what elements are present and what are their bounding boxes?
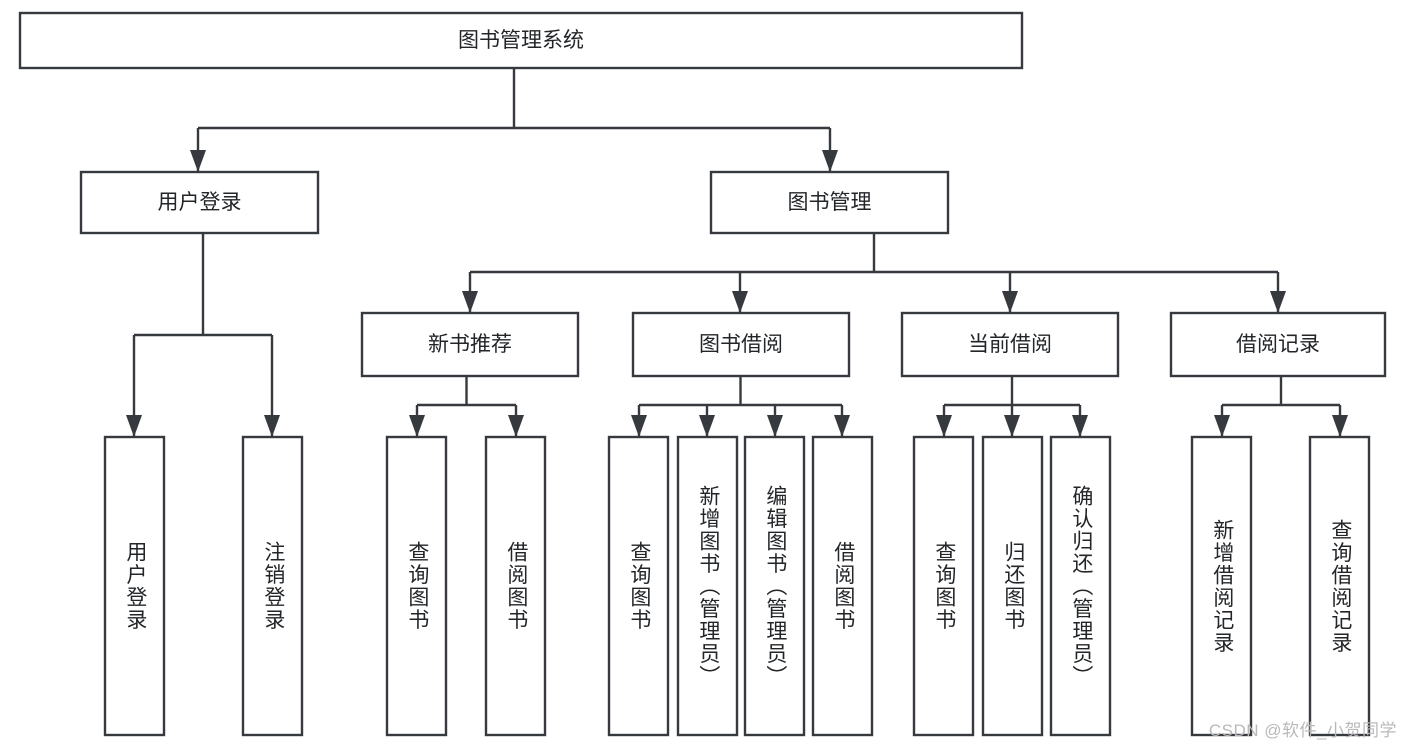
node-box[interactable]: [1049, 435, 1112, 737]
node-leaf-3[interactable]: [484, 435, 547, 737]
node-leaf-9[interactable]: [981, 435, 1044, 737]
arrow-head-icon: [822, 150, 838, 172]
node-label-level2-0: 用户登录: [158, 191, 242, 214]
node-box[interactable]: [1190, 435, 1253, 737]
node-box[interactable]: [1169, 311, 1387, 378]
node-box[interactable]: [241, 435, 304, 737]
arrow-head-icon: [190, 150, 206, 172]
node-leaf-2[interactable]: [385, 435, 448, 737]
node-root-0[interactable]: [18, 11, 1024, 70]
arrow-head-icon: [126, 415, 142, 437]
watermark-text: CSDN @软件_小贺同学: [1208, 721, 1397, 740]
node-leaf-4[interactable]: [607, 435, 670, 737]
node-label-level3-3: 借阅记录: [1236, 333, 1320, 356]
arrow-head-icon: [264, 415, 280, 437]
arrow-head-icon: [767, 415, 783, 437]
node-level3-1[interactable]: [631, 311, 851, 378]
node-box[interactable]: [631, 311, 851, 378]
arrow-head-icon: [1332, 415, 1348, 437]
node-leaf-8[interactable]: [912, 435, 975, 737]
node-label-level3-2: 当前借阅: [968, 333, 1052, 356]
node-box[interactable]: [981, 435, 1044, 737]
arrow-head-icon: [1214, 415, 1230, 437]
node-leaf-6[interactable]: [743, 435, 806, 737]
node-box[interactable]: [360, 311, 580, 378]
arrow-head-icon: [631, 415, 647, 437]
node-box[interactable]: [103, 435, 166, 737]
arrow-head-icon: [1004, 415, 1020, 437]
arrow-head-icon: [409, 415, 425, 437]
node-leaf-11[interactable]: [1190, 435, 1253, 737]
node-box[interactable]: [912, 435, 975, 737]
node-box[interactable]: [79, 170, 320, 235]
node-leaf-5[interactable]: [676, 435, 739, 737]
node-level2-1[interactable]: [709, 170, 950, 235]
node-level2-0[interactable]: [79, 170, 320, 235]
arrow-head-icon: [699, 415, 715, 437]
arrow-head-icon: [834, 415, 850, 437]
node-level3-3[interactable]: [1169, 311, 1387, 378]
node-label-level2-1: 图书管理: [788, 191, 872, 214]
node-box[interactable]: [709, 170, 950, 235]
arrow-head-icon: [508, 415, 524, 437]
node-box[interactable]: [385, 435, 448, 737]
arrow-head-icon: [462, 291, 478, 313]
node-box[interactable]: [743, 435, 806, 737]
node-label-root-0: 图书管理系统: [458, 29, 584, 52]
node-leaf-0[interactable]: [103, 435, 166, 737]
node-leaf-10[interactable]: [1049, 435, 1112, 737]
arrow-head-icon: [1072, 415, 1088, 437]
node-box[interactable]: [18, 11, 1024, 70]
node-leaf-7[interactable]: [811, 435, 874, 737]
arrow-head-icon: [936, 415, 952, 437]
node-box-layer: [18, 11, 1387, 737]
node-level3-0[interactable]: [360, 311, 580, 378]
node-box[interactable]: [484, 435, 547, 737]
node-label-level3-1: 图书借阅: [699, 333, 783, 356]
node-box[interactable]: [900, 311, 1120, 378]
node-box[interactable]: [676, 435, 739, 737]
node-box[interactable]: [811, 435, 874, 737]
arrow-head-icon: [1270, 291, 1286, 313]
node-box[interactable]: [607, 435, 670, 737]
connector-layer: [126, 68, 1348, 437]
arrow-head-icon: [732, 291, 748, 313]
node-leaf-1[interactable]: [241, 435, 304, 737]
node-box[interactable]: [1308, 435, 1371, 737]
node-leaf-12[interactable]: [1308, 435, 1371, 737]
node-label-level3-0: 新书推荐: [428, 333, 512, 356]
node-level3-2[interactable]: [900, 311, 1120, 378]
arrow-head-icon: [1002, 291, 1018, 313]
